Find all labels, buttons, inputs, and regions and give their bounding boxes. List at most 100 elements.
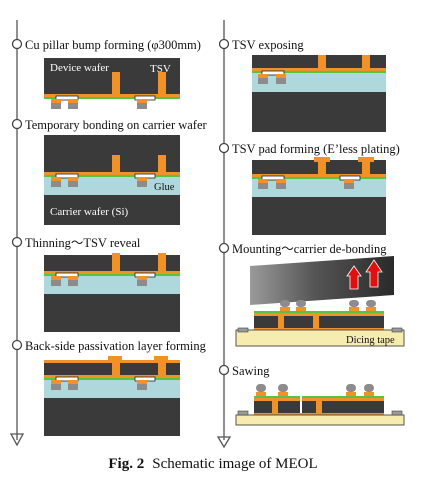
saw-line <box>300 396 302 415</box>
step-marker <box>11 38 23 50</box>
green-layer <box>44 175 180 177</box>
step-image-tsv-pad-forming <box>252 157 386 235</box>
solder-bump <box>51 181 61 187</box>
solder-bump <box>137 181 147 187</box>
tsv-via <box>112 155 120 172</box>
bump-pad <box>55 272 79 278</box>
glue-layer <box>252 179 386 197</box>
green-layer <box>44 97 180 99</box>
debond-arrow-icon <box>346 265 362 290</box>
tsv-pad <box>154 356 168 361</box>
debond-arrow-icon <box>365 259 383 288</box>
solder-bump <box>51 103 61 109</box>
green-layer <box>44 378 180 380</box>
step-label-tsv-exposing: TSV exposing <box>232 38 304 52</box>
copper-wiring-layer <box>254 313 384 316</box>
tsv-via <box>158 359 166 375</box>
glue-layer <box>252 73 386 92</box>
carrier-wafer <box>44 398 180 436</box>
cu-pillar <box>51 99 61 103</box>
cu-pillar <box>344 179 354 183</box>
passivation-layer <box>254 328 384 330</box>
figure-number: Fig. 2 <box>108 456 145 472</box>
bump-pad <box>261 70 285 76</box>
tsv-via <box>112 72 120 94</box>
tsv-via <box>112 253 120 271</box>
cu-pillar <box>68 99 78 103</box>
step-label-bump-forming: Cu pillar bump forming (φ300mm) <box>25 38 201 52</box>
tsv-via <box>318 55 326 71</box>
solder-bump <box>346 384 356 392</box>
tape-frame <box>391 327 403 333</box>
figure-title: Schematic image of MEOL <box>152 456 318 472</box>
cu-pillar <box>137 276 147 280</box>
cu-pillar <box>137 380 147 384</box>
step-label-tsv-pad-forming: TSV pad forming (E’less plating) <box>232 142 400 156</box>
solder-bump <box>349 300 359 307</box>
carrier-wafer-lifted <box>250 256 394 305</box>
tsv-via <box>158 253 166 271</box>
copper-wiring-layer <box>44 94 180 97</box>
tsv-via <box>362 55 370 71</box>
tsv-via <box>318 160 326 177</box>
dicing-tape <box>235 414 405 426</box>
step-image-bump-forming: Device wafer TSV <box>44 58 180 109</box>
solder-bump <box>68 181 78 187</box>
green-layer <box>254 311 384 313</box>
step-marker <box>218 38 230 50</box>
tsv-label: TSV <box>150 63 171 75</box>
solder-bump <box>296 300 306 307</box>
cu-pillar <box>280 307 290 311</box>
passivation-layer <box>254 413 384 415</box>
green-layer <box>252 177 386 179</box>
cu-pillar <box>137 99 147 103</box>
step-marker <box>218 364 230 376</box>
cu-pillar <box>137 177 147 181</box>
tsv-pad <box>314 157 330 162</box>
copper-wiring-layer <box>44 172 180 175</box>
solder-bump <box>280 300 290 307</box>
cu-pillar <box>258 74 268 78</box>
tsv-via <box>362 160 370 177</box>
step-image-sawing <box>235 384 405 426</box>
solder-bump <box>256 384 266 392</box>
solder-bump <box>278 384 288 392</box>
step-marker <box>218 242 230 254</box>
step-marker <box>218 142 230 154</box>
cu-pillar <box>276 74 286 78</box>
step-image-passivation <box>44 356 180 436</box>
cu-pillar <box>346 392 356 396</box>
solder-bump <box>366 300 376 307</box>
glue-layer <box>44 276 180 294</box>
tsv-via <box>158 72 166 94</box>
cu-pillar <box>276 179 286 183</box>
tsv-via <box>313 316 319 330</box>
step-image-temporary-bonding: Glue Carrier wafer (Si) <box>44 135 180 225</box>
solder-bump <box>276 78 286 84</box>
tape-frame <box>391 410 403 416</box>
left-timeline-arrow-icon <box>9 433 25 447</box>
solder-bump <box>68 103 78 109</box>
device-wafer-label: Device wafer <box>50 62 109 74</box>
solder-bump <box>276 183 286 189</box>
step-image-tsv-exposing <box>252 55 386 132</box>
cu-pillar <box>349 307 359 311</box>
carrier-wafer-label: Carrier wafer (Si) <box>50 206 129 218</box>
solder-bump <box>68 384 78 390</box>
tsv-pad <box>108 356 122 361</box>
cu-pillar <box>258 179 268 183</box>
cu-pillar <box>68 177 78 181</box>
solder-bump <box>258 183 268 189</box>
step-label-sawing: Sawing <box>232 364 270 378</box>
solder-bump <box>137 103 147 109</box>
dicing-tape <box>235 329 405 347</box>
right-timeline-arrow-icon <box>216 436 232 449</box>
bump-pad <box>261 175 285 181</box>
cu-pillar <box>364 392 374 396</box>
step-label-passivation: Back-side passivation layer forming <box>25 339 207 353</box>
cu-pillar <box>296 307 306 311</box>
cu-pillar <box>256 392 266 396</box>
step-image-thinning <box>44 253 180 332</box>
solder-bump <box>51 384 61 390</box>
